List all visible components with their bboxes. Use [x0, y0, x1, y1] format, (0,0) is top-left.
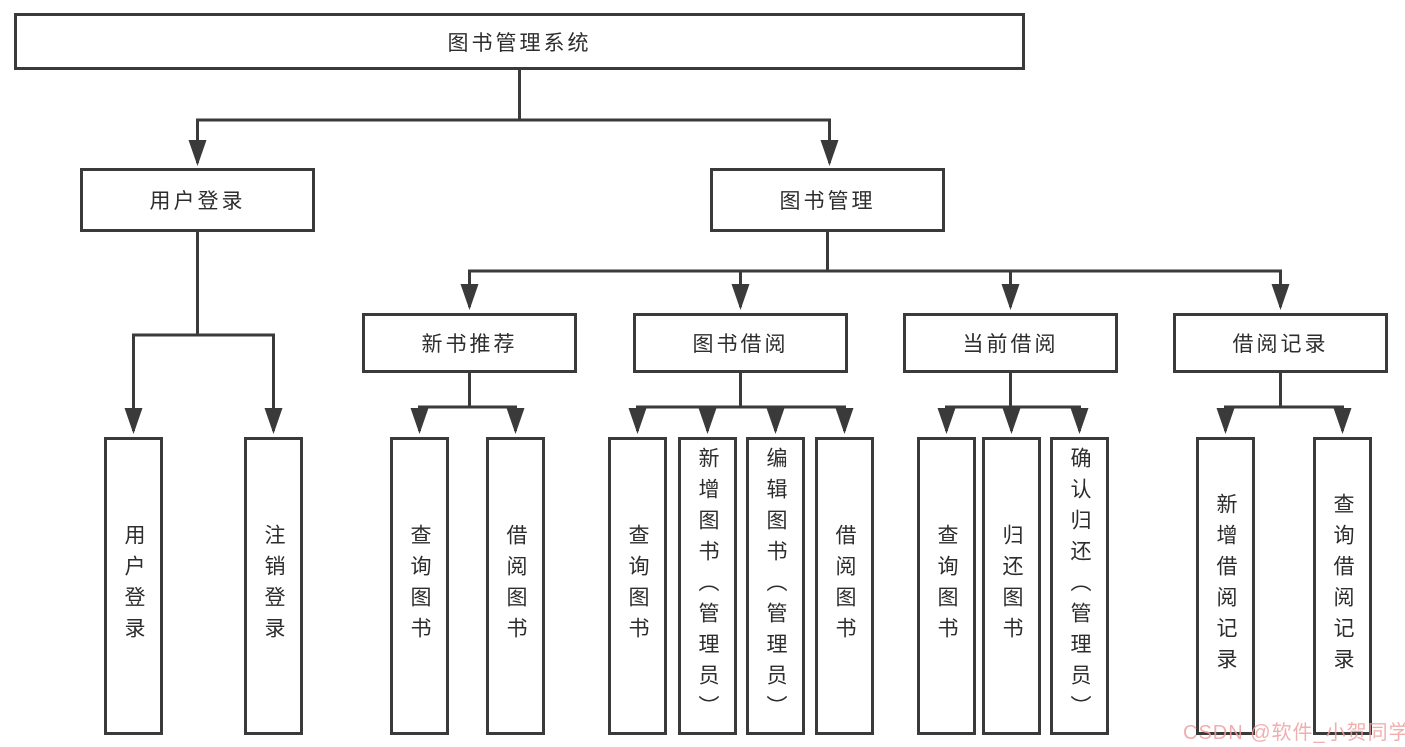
leaf-confirm-return-admin: 确认归还（管理员）	[1050, 437, 1109, 735]
leaf-return-books: 归还图书	[982, 437, 1041, 735]
leaf-query-books-3: 查询图书	[917, 437, 976, 735]
leaf-add-book-admin: 新增图书（管理员）	[678, 437, 737, 735]
leaf-user-login: 用户登录	[104, 437, 163, 735]
leaf-borrow-books-2-label: 借阅图书	[833, 524, 857, 648]
node-current-borrowing: 当前借阅	[903, 313, 1118, 373]
leaf-user-login-label: 用户登录	[122, 524, 146, 648]
leaf-query-books-1-label: 查询图书	[408, 524, 432, 648]
leaf-query-borrow-record: 查询借阅记录	[1313, 437, 1372, 735]
leaf-add-borrow-record: 新增借阅记录	[1196, 437, 1255, 735]
leaf-query-books-2: 查询图书	[608, 437, 667, 735]
node-user-login: 用户登录	[80, 168, 315, 232]
leaf-add-borrow-record-label: 新增借阅记录	[1214, 493, 1238, 679]
leaf-query-books-3-label: 查询图书	[935, 524, 959, 648]
node-borrowing-records: 借阅记录	[1173, 313, 1388, 373]
leaf-edit-book-admin: 编辑图书（管理员）	[746, 437, 805, 735]
leaf-borrow-books-1: 借阅图书	[486, 437, 545, 735]
node-book-borrowing: 图书借阅	[633, 313, 848, 373]
leaf-borrow-books-2: 借阅图书	[815, 437, 874, 735]
leaf-query-books-2-label: 查询图书	[626, 524, 650, 648]
leaf-return-books-label: 归还图书	[1000, 524, 1024, 648]
leaf-add-book-admin-label: 新增图书（管理员）	[696, 446, 720, 726]
leaf-logout-label: 注销登录	[262, 524, 286, 648]
leaf-logout: 注销登录	[244, 437, 303, 735]
leaf-query-books-1: 查询图书	[390, 437, 449, 735]
node-book-management: 图书管理	[710, 168, 945, 232]
leaf-borrow-books-1-label: 借阅图书	[504, 524, 528, 648]
leaf-edit-book-admin-label: 编辑图书（管理员）	[764, 446, 788, 726]
node-new-book-recommend: 新书推荐	[362, 313, 577, 373]
leaf-query-borrow-record-label: 查询借阅记录	[1331, 493, 1355, 679]
node-root: 图书管理系统	[14, 13, 1025, 70]
csdn-watermark: CSDN @软件_小贺同学	[1183, 722, 1405, 744]
leaf-confirm-return-admin-label: 确认归还（管理员）	[1068, 446, 1092, 726]
